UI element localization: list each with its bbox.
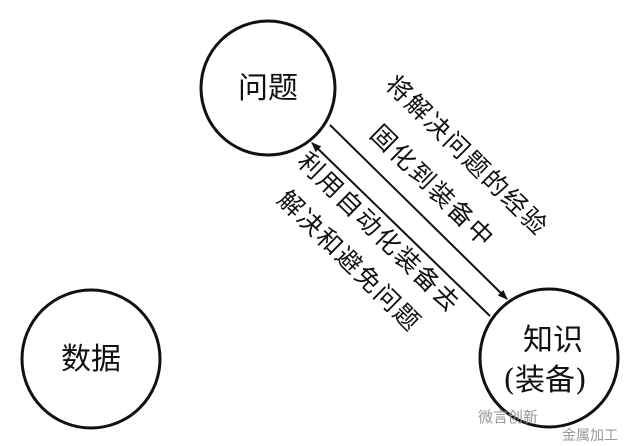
node-knowledge-sublabel: (装备) bbox=[503, 363, 586, 398]
watermark-line2: 金属加工 bbox=[562, 428, 618, 444]
node-data: 数据 bbox=[20, 288, 162, 430]
node-problem-label: 问题 bbox=[238, 71, 298, 106]
node-knowledge-label: 知识 bbox=[523, 323, 583, 358]
node-knowledge: 知识 (装备) bbox=[478, 287, 620, 429]
node-data-label: 数据 bbox=[61, 342, 121, 377]
node-problem: 问题 bbox=[199, 19, 337, 157]
watermark: 微言创新 金属加工 bbox=[478, 408, 618, 444]
arrow-knowledge-to-problem bbox=[311, 142, 491, 317]
watermark-line1: 微言创新 bbox=[478, 408, 538, 426]
arrow-problem-to-knowledge bbox=[329, 124, 508, 300]
